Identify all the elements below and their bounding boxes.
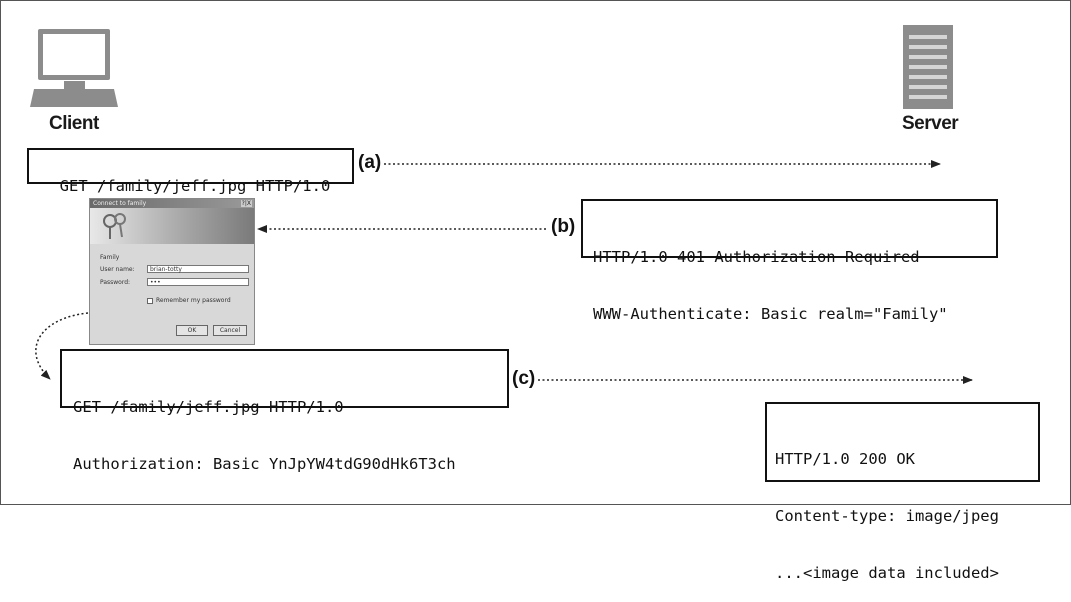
keys-icon (103, 213, 126, 239)
dialog-banner (90, 208, 254, 244)
response-c-line1: HTTP/1.0 200 OK (775, 450, 915, 468)
response-b-box: HTTP/1.0 401 Authorization Required WWW-… (581, 199, 998, 323)
username-label: User name: (100, 266, 135, 273)
response-b-line1: HTTP/1.0 401 Authorization Required (593, 248, 920, 266)
response-c-box: HTTP/1.0 200 OK Content-type: image/jpeg… (765, 402, 1040, 582)
username-field[interactable]: brian-totty (147, 265, 249, 273)
step-b-label: (b) (551, 216, 576, 237)
password-field[interactable]: ••• (147, 278, 249, 286)
ok-button[interactable]: OK (176, 325, 208, 336)
request-a-box: GET /family/jeff.jpg HTTP/1.0 (27, 148, 354, 195)
password-label: Password: (100, 279, 131, 286)
request-c-line2: Authorization: Basic YnJpYW4tdG90dHk6T3c… (73, 455, 456, 473)
client-label: Client (49, 113, 99, 134)
arrow-dialog-to-request (35, 312, 89, 380)
dialog-close-icon: ?|X (240, 200, 252, 207)
server-label: Server (902, 113, 959, 134)
response-b-line2: WWW-Authenticate: Basic realm="Family" (593, 305, 948, 323)
login-dialog-thumbnail: Connect to family ?|X Family User name: … (89, 198, 255, 345)
response-c-line2: Content-type: image/jpeg (775, 507, 999, 525)
step-a-label: (a) (358, 152, 382, 173)
server-tower-icon (903, 25, 953, 109)
remember-checkbox[interactable] (147, 298, 153, 304)
response-c-line3: ...<image data included> (775, 564, 999, 582)
cancel-button[interactable]: Cancel (213, 325, 247, 336)
dialog-realm: Family (100, 254, 120, 261)
dialog-title: Connect to family (93, 200, 147, 207)
step-c-label: (c) (512, 368, 536, 389)
request-c-box: GET /family/jeff.jpg HTTP/1.0 Authorizat… (60, 349, 509, 473)
client-computer-icon (30, 29, 118, 107)
dialog-titlebar: Connect to family ?|X (90, 199, 254, 208)
remember-label: Remember my password (156, 297, 231, 304)
request-a-line: GET /family/jeff.jpg HTTP/1.0 (59, 177, 331, 195)
request-c-line1: GET /family/jeff.jpg HTTP/1.0 (73, 398, 344, 416)
arrow-layer (30, 25, 973, 384)
